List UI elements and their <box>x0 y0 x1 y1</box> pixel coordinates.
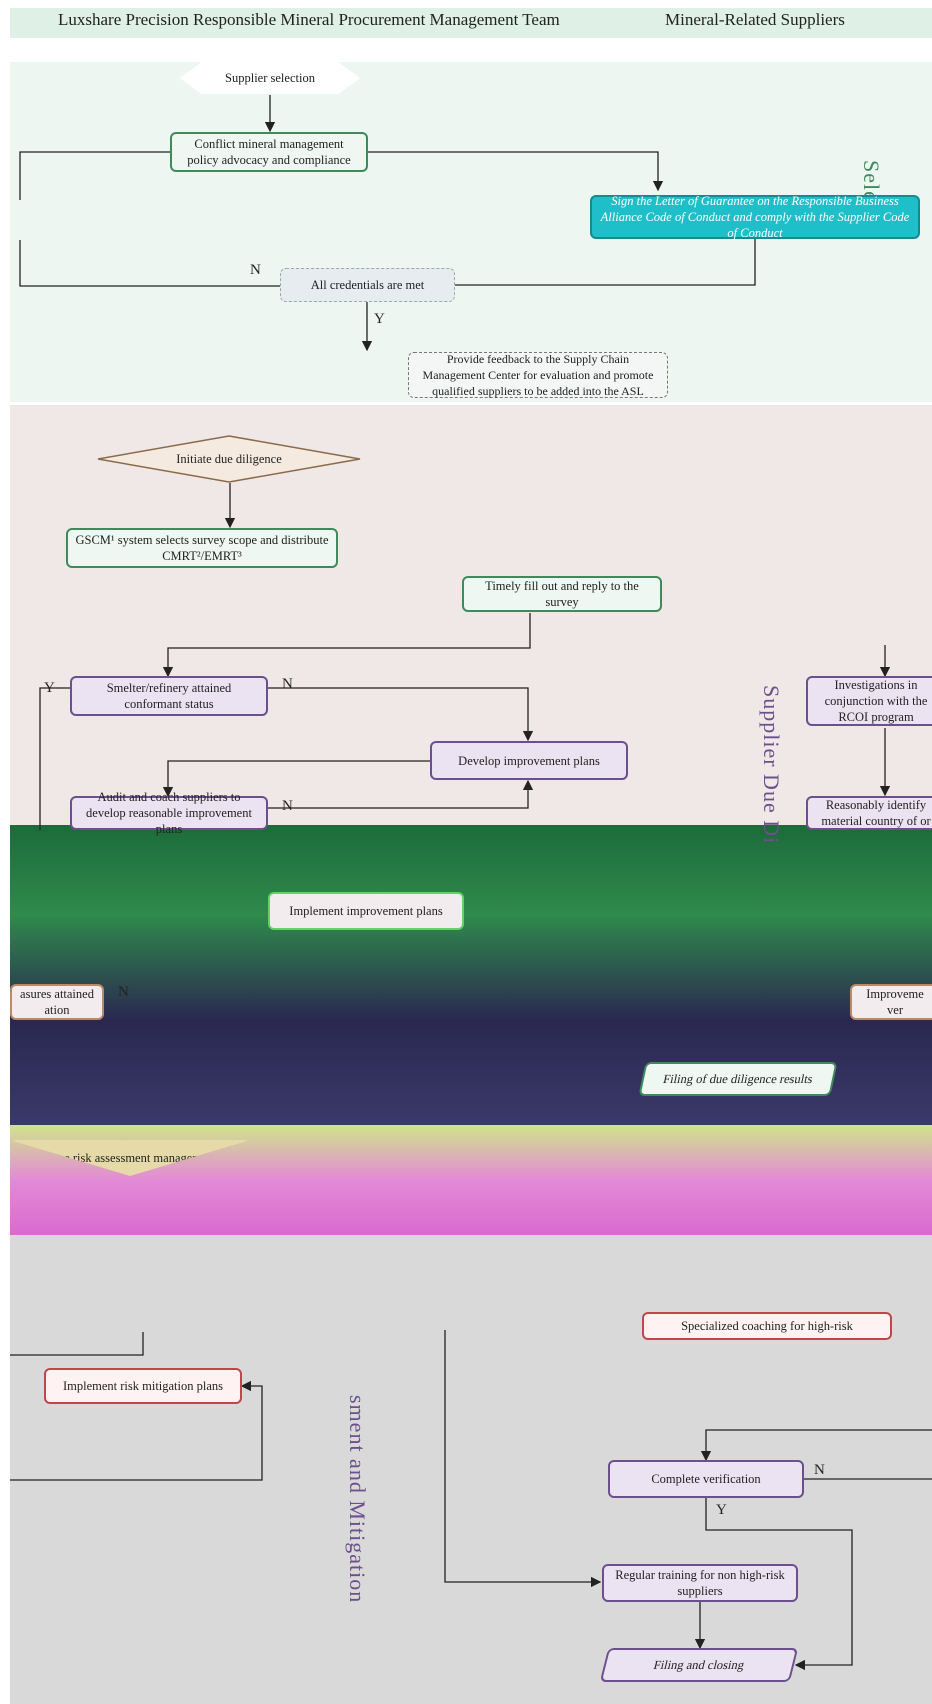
sign-letter-node: Sign the Letter of Guarantee on the Resp… <box>590 194 920 240</box>
credentials-node: All credentials are met <box>280 268 455 302</box>
implement-improvement-node: Implement improvement plans <box>268 892 464 930</box>
label-y-smelter: Y <box>44 680 55 696</box>
filing-closing-node: Filing and closing <box>599 1648 799 1682</box>
section-title-risk: sment and Mitigation <box>345 1395 370 1604</box>
gscm-node: GSCM¹ system selects survey scope and di… <box>66 528 338 568</box>
develop-node: Develop improvement plans <box>430 741 628 780</box>
header-right-title: Mineral-Related Suppliers <box>665 10 845 29</box>
label-n-audit: N <box>282 798 293 814</box>
improvement-verification-node: Improveme ver <box>850 984 932 1020</box>
investigations-node: Investigations in conjunction with the R… <box>806 676 932 726</box>
label-y-credentials: Y <box>374 311 385 327</box>
timely-node: Timely fill out and reply to the survey <box>462 576 662 612</box>
header-left-title: Luxshare Precision Responsible Mineral P… <box>58 10 560 29</box>
feedback-node: Provide feedback to the Supply Chain Man… <box>408 352 668 398</box>
measures-node: asures attained ation <box>10 984 104 1020</box>
implement-risk-node: Implement risk mitigation plans <box>44 1368 242 1404</box>
filing-dd-node: Filing of due diligence results <box>638 1062 838 1096</box>
section-title-due-diligence: Supplier Due Di <box>759 685 784 845</box>
policy-node: Conflict mineral management policy advoc… <box>170 132 368 172</box>
supplier-selection-node: Supplier selection <box>180 62 360 94</box>
label-n-credentials: N <box>250 262 261 278</box>
section-title-selection: Sele <box>859 160 884 202</box>
reasonably-node: Reasonably identify material country of … <box>806 796 932 830</box>
label-n-measures: N <box>118 984 129 1000</box>
specialized-node: Specialized coaching for high-risk <box>642 1312 892 1340</box>
label-n-smelter: N <box>282 676 293 692</box>
regular-training-node: Regular training for non high-risk suppl… <box>602 1564 798 1602</box>
audit-node: Audit and coach suppliers to develop rea… <box>70 790 268 836</box>
header-band <box>10 8 932 38</box>
smelter-node: Smelter/refinery attained conformant sta… <box>70 676 268 716</box>
complete-verification-node: Complete verification <box>608 1460 804 1498</box>
label-y-verification: Y <box>716 1502 727 1518</box>
label-n-verification: N <box>814 1462 825 1478</box>
